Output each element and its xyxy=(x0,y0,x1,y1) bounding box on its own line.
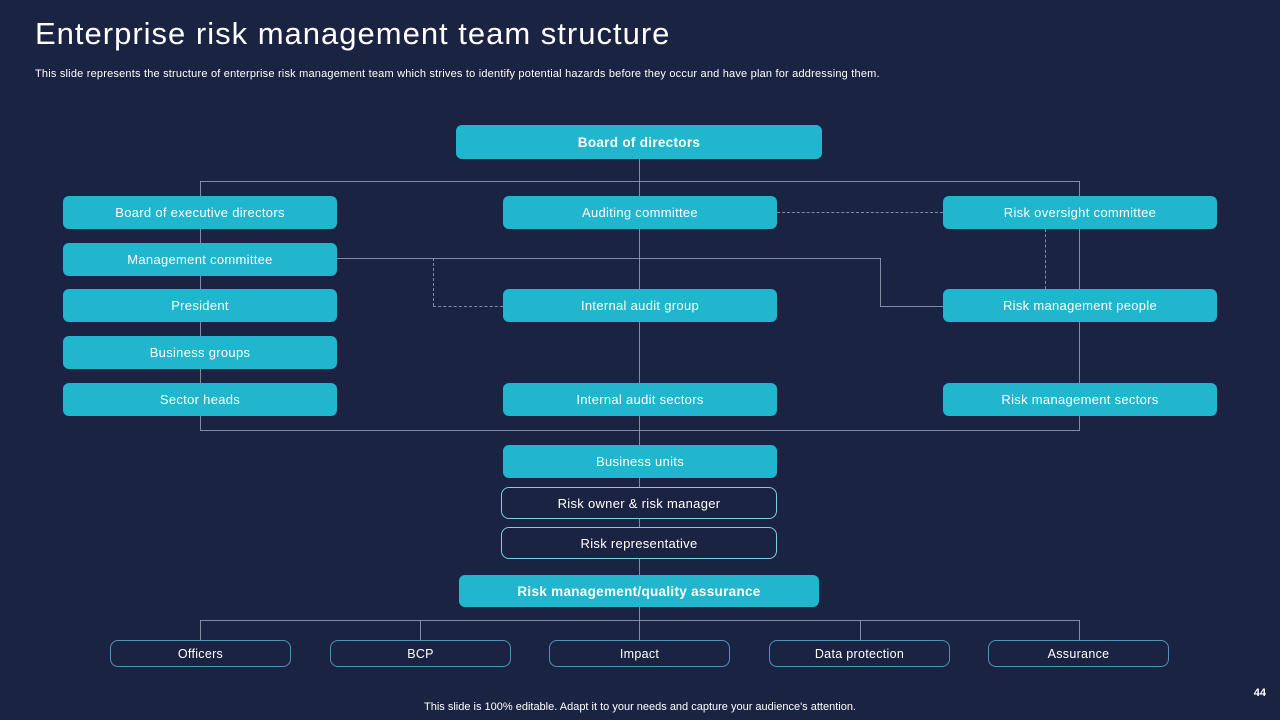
connector-drop-bcp xyxy=(420,620,421,640)
connector-dashed-to-internal-audit-group xyxy=(433,306,503,307)
page-title: Enterprise risk management team structur… xyxy=(35,16,671,51)
connector-bottom-horizontal xyxy=(200,620,1080,621)
node-risk-management-sectors: Risk management sectors xyxy=(943,383,1217,416)
node-assurance: Assurance xyxy=(988,640,1169,667)
connector-drop-officers xyxy=(200,620,201,640)
connector-center-chain-spine xyxy=(639,430,640,620)
node-internal-audit-group: Internal audit group xyxy=(503,289,777,322)
connector-drop-data-protection xyxy=(860,620,861,640)
footer-note: This slide is 100% editable. Adapt it to… xyxy=(424,701,856,713)
node-risk-owner-risk-manager: Risk owner & risk manager xyxy=(501,487,777,519)
node-risk-management-people: Risk management people xyxy=(943,289,1217,322)
connector-dashed-auditing-to-oversight xyxy=(777,212,943,213)
node-business-units: Business units xyxy=(503,445,777,478)
connector-dashed-elbow-vertical xyxy=(433,258,434,306)
connector-mid-horizontal xyxy=(200,430,1080,431)
connector-root-drop xyxy=(639,159,640,181)
node-board-of-executive-directors: Board of executive directors xyxy=(63,196,337,229)
connector-to-risk-management-people xyxy=(880,306,943,307)
node-internal-audit-sectors: Internal audit sectors xyxy=(503,383,777,416)
connector-drop-assurance xyxy=(1079,620,1080,640)
node-impact: Impact xyxy=(549,640,730,667)
node-officers: Officers xyxy=(110,640,291,667)
node-data-protection: Data protection xyxy=(769,640,950,667)
node-board-of-directors: Board of directors xyxy=(456,125,822,159)
node-risk-management-quality-assurance: Risk management/quality assurance xyxy=(459,575,819,607)
connector-drop-impact xyxy=(639,620,640,640)
node-president: President xyxy=(63,289,337,322)
node-management-committee: Management committee xyxy=(63,243,337,276)
connector-management-committee-horizontal xyxy=(337,258,881,259)
page-subtitle: This slide represents the structure of e… xyxy=(35,68,880,80)
node-sector-heads: Sector heads xyxy=(63,383,337,416)
node-business-groups: Business groups xyxy=(63,336,337,369)
connector-dashed-oversight-to-people xyxy=(1045,229,1046,289)
connector-management-committee-elbow xyxy=(880,258,881,306)
page-number: 44 xyxy=(1253,687,1266,699)
connector-top-horizontal xyxy=(200,181,1080,182)
node-bcp: BCP xyxy=(330,640,511,667)
node-auditing-committee: Auditing committee xyxy=(503,196,777,229)
node-risk-representative: Risk representative xyxy=(501,527,777,559)
node-risk-oversight-committee: Risk oversight committee xyxy=(943,196,1217,229)
